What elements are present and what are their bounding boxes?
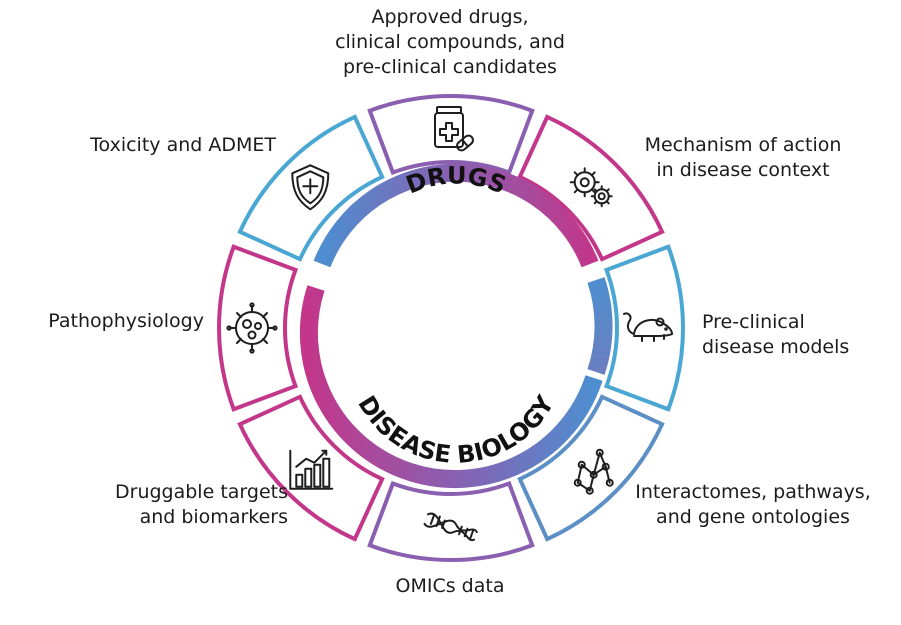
right-band (587, 277, 613, 375)
disease-biology-band (299, 285, 603, 489)
segment-approved-drugs (367, 94, 535, 176)
mouse-icon (623, 312, 673, 342)
label-approved-drugs: Approved drugs, clinical compounds, and … (335, 6, 565, 78)
label-toxicity: Toxicity and ADMET (90, 134, 276, 156)
bar-chart-icon (289, 449, 334, 490)
dna-icon (423, 512, 478, 542)
medicine-bottle-icon (434, 106, 474, 152)
label-omics: OMICs data (395, 575, 505, 597)
label-preclinical-models: Pre-clinical disease models (702, 311, 850, 358)
label-druggable-targets: Druggable targets and biomarkers (115, 481, 288, 528)
shield-cross-icon (291, 164, 330, 211)
label-pathophysiology: Pathophysiology (48, 310, 204, 332)
segment-preclinical-models (603, 244, 685, 412)
label-mechanism: Mechanism of action in disease context (644, 134, 842, 181)
segment-interactomes (517, 394, 665, 542)
segment-mechanism (517, 114, 665, 262)
gears-icon (569, 167, 613, 208)
segment-omics (367, 480, 535, 562)
network-graph-icon (573, 448, 614, 495)
drugs-band (313, 163, 599, 268)
virus-icon (226, 302, 278, 354)
label-interactomes: Interactomes, pathways, and gene ontolog… (635, 481, 871, 528)
drugs-label: DRUGS (402, 162, 510, 200)
